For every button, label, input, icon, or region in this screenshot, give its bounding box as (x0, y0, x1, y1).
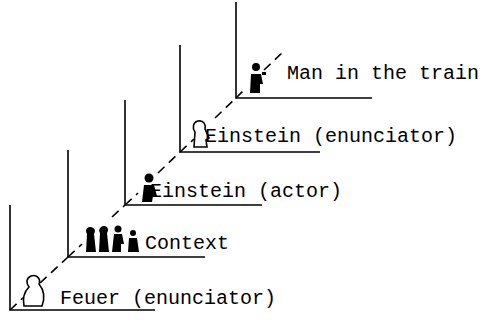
dash-segment (215, 98, 236, 118)
dash-segment (68, 244, 82, 257)
frame-axes (10, 2, 372, 310)
man-figure (250, 63, 266, 93)
dash-segment (158, 152, 180, 173)
person-head (252, 63, 260, 71)
dash-segment (40, 257, 68, 283)
person-body (250, 74, 263, 93)
frame-label: Context (145, 234, 229, 254)
person-head (130, 230, 136, 236)
frame-label: Man in the train (287, 64, 479, 84)
dash-segment (125, 193, 138, 205)
frame-label: Einstein (actor) (150, 182, 342, 202)
dash-segment (264, 53, 282, 70)
dash-segment (112, 205, 125, 217)
context-figures (86, 226, 139, 253)
frame-label: Einstein (enunciator) (205, 127, 457, 147)
frame-label: Feuer (enunciator) (60, 289, 276, 309)
person-figure (86, 227, 96, 252)
dash-segment (236, 88, 246, 98)
enunciator-figure (23, 276, 43, 306)
person-hat (262, 72, 266, 75)
person-figure (112, 234, 124, 252)
person-figure (128, 238, 139, 252)
person-head (115, 226, 122, 233)
person-figure (99, 226, 109, 252)
dash-segment (180, 139, 194, 152)
